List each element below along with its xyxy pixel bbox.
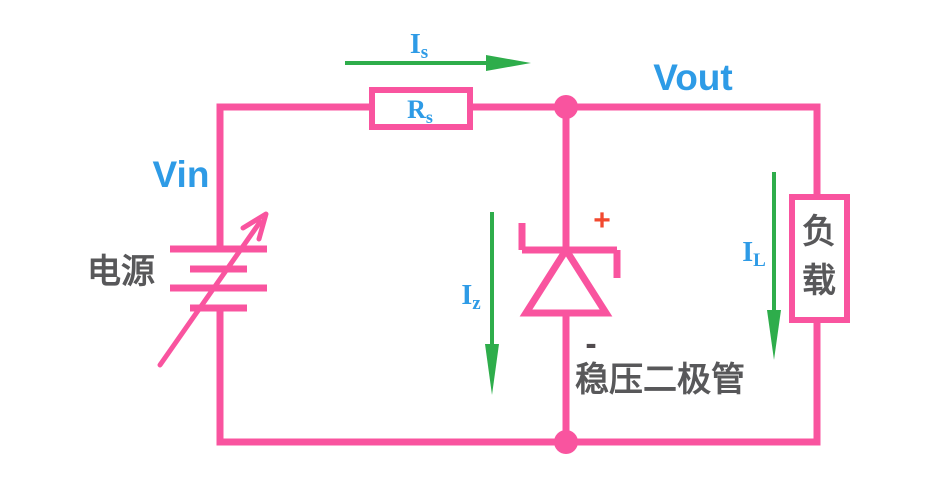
is-arrow-head [486, 55, 531, 71]
current-iz-arrow [485, 212, 499, 395]
iz-arrow-head [485, 344, 499, 395]
load-label-char1: 负 [802, 213, 836, 251]
wire-top-right [470, 103, 821, 197]
junction-dot-top [554, 95, 578, 119]
zener-name-label: 稳压二极管 [575, 361, 745, 399]
zener-anode-triangle [519, 243, 613, 317]
junction-dot-bottom [554, 430, 578, 454]
wire-bottom [216, 308, 821, 446]
current-il-label: IL [742, 237, 766, 271]
variable-arrow-shaft [157, 219, 263, 368]
current-il-arrow [767, 172, 781, 360]
wire-top-left [216, 103, 372, 249]
zener-diode-symbol [518, 223, 621, 317]
current-is-label: Is [410, 29, 428, 63]
zener-plus-sign: + [593, 204, 611, 237]
load-label-char2: 载 [802, 262, 836, 300]
load-box [789, 194, 850, 323]
vin-label: Vin [153, 154, 210, 195]
variable-arrow-head [240, 211, 269, 242]
source-label: 电源 [87, 253, 155, 291]
resistor-rs-box [369, 87, 473, 130]
current-iz-label: Iz [461, 280, 481, 314]
variable-source-symbol [157, 211, 269, 368]
il-arrow-head [767, 310, 781, 360]
resistor-rs-label: Rs [407, 95, 433, 127]
zener-minus-sign: - [585, 325, 596, 363]
vout-label: Vout [653, 57, 732, 98]
current-is-arrow [345, 55, 531, 71]
